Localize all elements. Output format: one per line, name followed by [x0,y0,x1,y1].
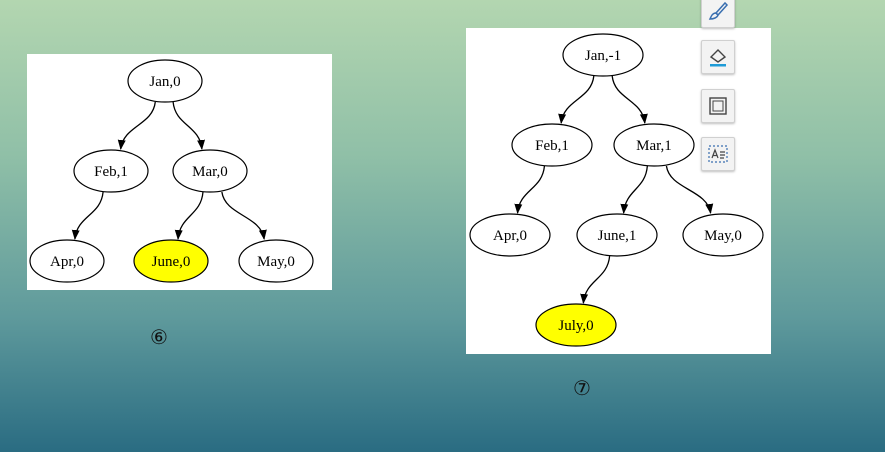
tree-node: Apr,0 [29,239,105,283]
node-ellipse [172,149,248,193]
diagram-6-caption: ⑥ [150,325,168,349]
tree-node: May,0 [682,213,764,257]
edge-arrow [665,165,714,214]
node-ellipse [469,213,551,257]
node-label: July,0 [558,318,593,334]
outline-icon [709,97,727,115]
tree-node: Apr,0 [469,213,551,257]
tree-node: May,0 [238,239,314,283]
node-label: Feb,1 [535,138,569,154]
tree-node: Feb,1 [511,123,593,167]
node-label: Apr,0 [493,228,527,244]
shape-outline-button[interactable] [701,89,735,123]
alt-text-icon [708,145,728,163]
node-ellipse [535,303,617,347]
tree-node: Mar,1 [613,123,695,167]
node-label: Feb,1 [94,164,128,180]
fill-bucket-icon [709,49,727,67]
node-ellipse [613,123,695,167]
edge-arrow [580,255,611,304]
node-label: May,0 [704,228,742,244]
edge-arrow [558,75,595,124]
highlighted-tree-node: June,0 [133,239,209,283]
node-ellipse [562,33,644,77]
paintbrush-icon [708,1,729,20]
node-label: Jan,0 [149,74,180,90]
node-ellipse [682,213,764,257]
edge-arrow [514,165,546,214]
node-ellipse [238,239,314,283]
alt-text-button[interactable] [701,137,735,171]
edge-arrow [172,101,206,150]
node-ellipse [133,239,209,283]
node-ellipse [73,149,149,193]
tree-node: Feb,1 [73,149,149,193]
tree-node: Jan,-1 [562,33,644,77]
node-ellipse [127,59,203,103]
tree-node: Jan,0 [127,59,203,103]
edge-arrow [117,101,156,150]
shape-fill-button[interactable] [701,40,735,74]
node-ellipse [29,239,105,283]
node-label: Mar,1 [636,138,672,154]
tree-node: June,1 [576,213,658,257]
style-brush-button[interactable] [701,0,735,28]
node-label: Mar,0 [192,164,228,180]
diagram-7-caption: ⑦ [573,376,591,400]
node-label: May,0 [257,254,295,270]
node-label: June,1 [598,228,637,244]
highlighted-tree-node: July,0 [535,303,617,347]
edge-arrow [620,165,648,214]
tree-node: Mar,0 [172,149,248,193]
edge-arrow [71,191,104,240]
node-label: Jan,-1 [585,48,621,64]
node-label: Apr,0 [50,254,84,270]
edge-arrow [174,191,204,240]
node-label: June,0 [152,254,191,270]
edge-arrow [611,75,648,124]
edge-arrow [221,191,267,240]
node-ellipse [576,213,658,257]
node-ellipse [511,123,593,167]
